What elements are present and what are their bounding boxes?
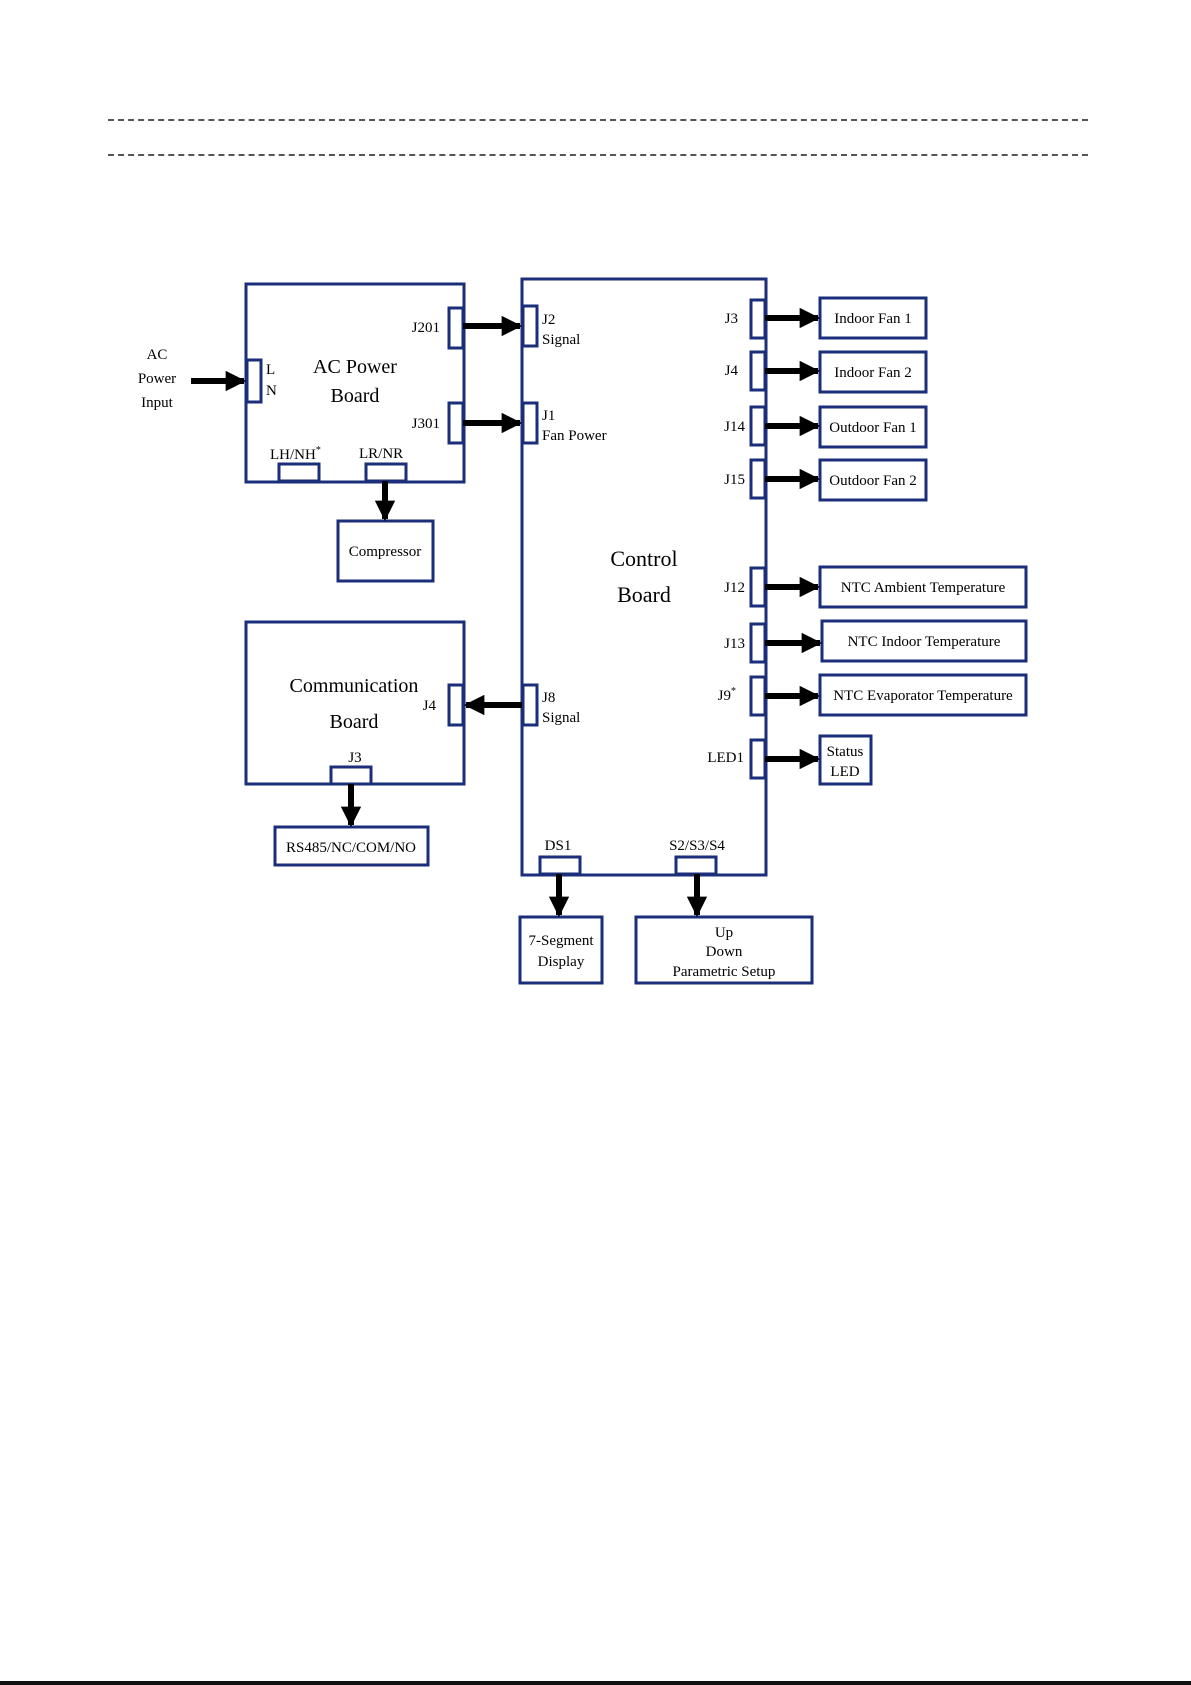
seven-segment-label-2: Display	[538, 954, 585, 970]
control-board-title-1: Control	[610, 546, 677, 571]
ac-power-board-title-2: Board	[331, 385, 380, 407]
outdoor-fan-2-label: Outdoor Fan 2	[829, 473, 917, 489]
lh-nh-connector	[277, 462, 321, 483]
bottom-edge-band	[0, 1681, 1191, 1685]
ctrl-j4-connector	[749, 350, 767, 392]
ctrl-j3-label: J3	[725, 311, 738, 327]
communication-board-title-1: Communication	[290, 675, 419, 697]
second-dashed-rule	[108, 154, 1088, 156]
ctrl-j4-label: J4	[725, 363, 739, 379]
seven-segment-box	[518, 915, 604, 985]
seven-segment-label-1: 7-Segment	[529, 933, 595, 949]
ctrl-j1-connector	[521, 401, 539, 445]
ctrl-j9-connector	[749, 675, 767, 717]
ctrl-j14-connector	[749, 405, 767, 447]
keys-label-3: Parametric Setup	[673, 964, 776, 980]
ctrl-j2-sub: Signal	[542, 332, 580, 348]
indoor-fan-2-label: Indoor Fan 2	[834, 365, 912, 381]
ctrl-s234-connector	[674, 855, 718, 876]
control-board-title-2: Board	[617, 582, 671, 607]
ac-pin-n: N	[266, 383, 277, 399]
ctrl-ds1-label: DS1	[545, 838, 572, 854]
status-led-label-1: Status	[827, 744, 864, 760]
ctrl-j12-label: J12	[724, 580, 745, 596]
j301-connector	[447, 401, 465, 445]
ac-power-board-title-1: AC Power	[313, 356, 397, 378]
ac-j301-label: J301	[412, 416, 440, 432]
ctrl-j8-sub: Signal	[542, 710, 580, 726]
ac-input-line1: AC	[147, 347, 168, 363]
ac-input-line2: Power	[138, 371, 176, 387]
ctrl-j13-connector	[749, 622, 767, 664]
comm-j4-connector	[447, 683, 465, 727]
keys-label-1: Up	[715, 925, 733, 941]
ctrl-j2-connector	[521, 304, 539, 348]
keys-label-2: Down	[706, 944, 743, 960]
ntc-indoor-label: NTC Indoor Temperature	[848, 634, 1001, 650]
ac-pin-l: L	[266, 362, 275, 378]
ntc-evaporator-label: NTC Evaporator Temperature	[833, 688, 1013, 704]
rs485-label: RS485/NC/COM/NO	[286, 840, 416, 856]
ctrl-j15-label: J15	[724, 472, 745, 488]
ac-j201-label: J201	[412, 320, 440, 336]
ctrl-j1-sub: Fan Power	[542, 428, 607, 444]
ctrl-j8-label: J8	[542, 690, 555, 706]
top-dashed-rule	[108, 119, 1088, 121]
ctrl-j1-label: J1	[542, 408, 555, 424]
ntc-ambient-label: NTC Ambient Temperature	[841, 580, 1006, 596]
comm-j4-label: J4	[423, 698, 437, 714]
ctrl-j9-label: J9*	[718, 686, 736, 704]
lr-nr-connector	[364, 462, 408, 483]
ctrl-j2-label: J2	[542, 312, 555, 328]
ac-ln-connector	[245, 358, 263, 404]
comm-j3-connector	[329, 765, 373, 786]
ac-lr-nr-label: LR/NR	[359, 446, 403, 462]
indoor-fan-1-label: Indoor Fan 1	[834, 311, 912, 327]
ctrl-j15-connector	[749, 458, 767, 500]
status-led-label-2: LED	[830, 764, 859, 780]
compressor-label: Compressor	[349, 544, 422, 560]
ctrl-j8-connector	[521, 683, 539, 727]
ctrl-led1-label: LED1	[707, 750, 744, 766]
keys-box	[634, 915, 814, 985]
ctrl-led1-connector	[749, 738, 767, 780]
j201-connector	[447, 306, 465, 350]
ctrl-j3-connector	[749, 298, 767, 340]
ctrl-j13-label: J13	[724, 636, 745, 652]
ac-input-line3: Input	[141, 395, 173, 411]
ctrl-j14-label: J14	[724, 419, 745, 435]
ac-lh-nh-label: LH/NH*	[270, 445, 321, 463]
ctrl-ds1-connector	[538, 855, 582, 876]
outdoor-fan-1-label: Outdoor Fan 1	[829, 420, 917, 436]
ctrl-j12-connector	[749, 566, 767, 608]
communication-board-title-2: Board	[330, 711, 379, 733]
comm-j3-label: J3	[348, 750, 361, 766]
ctrl-s234-label: S2/S3/S4	[669, 838, 725, 854]
